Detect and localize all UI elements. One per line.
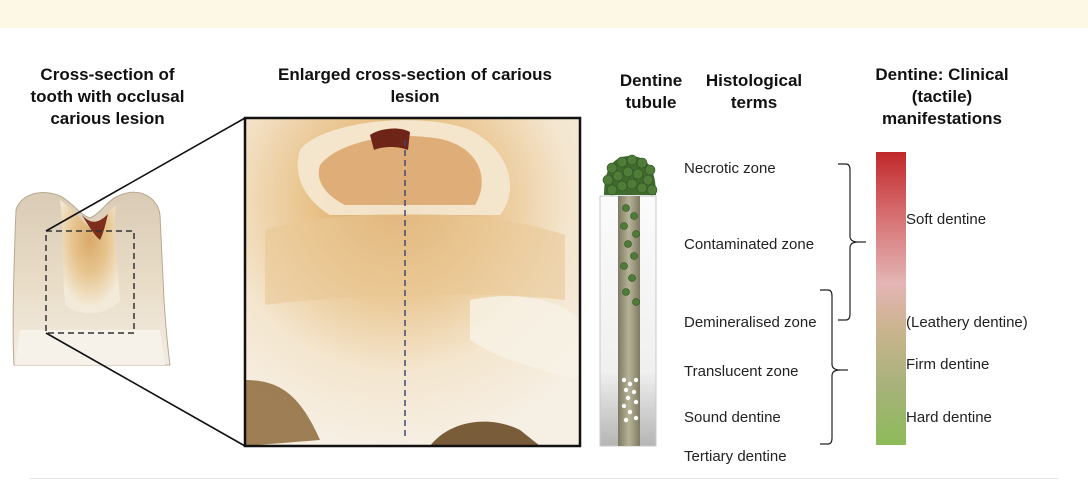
clinical-leathery-dentine: (Leathery dentine) [906,314,1028,332]
term-contaminated-zone: Contaminated zone [684,236,814,254]
enlarged-lesion-image [245,118,580,446]
brace-firm [820,290,840,444]
small-tooth-image [13,192,170,365]
term-demineralised-zone: Demineralised zone [684,314,817,332]
clinical-firm-dentine: Firm dentine [906,356,989,374]
clinical-color-scale [876,152,906,445]
dentine-tubule-illustration [600,155,657,446]
bottom-divider [30,478,1058,479]
term-necrotic-zone: Necrotic zone [684,160,776,178]
term-translucent-zone: Translucent zone [684,363,799,381]
brace-soft [838,164,858,320]
term-sound-dentine: Sound dentine [684,409,781,427]
clinical-soft-dentine: Soft dentine [906,211,986,229]
clinical-hard-dentine: Hard dentine [906,409,992,427]
term-tertiary-dentine: Tertiary dentine [684,448,787,466]
